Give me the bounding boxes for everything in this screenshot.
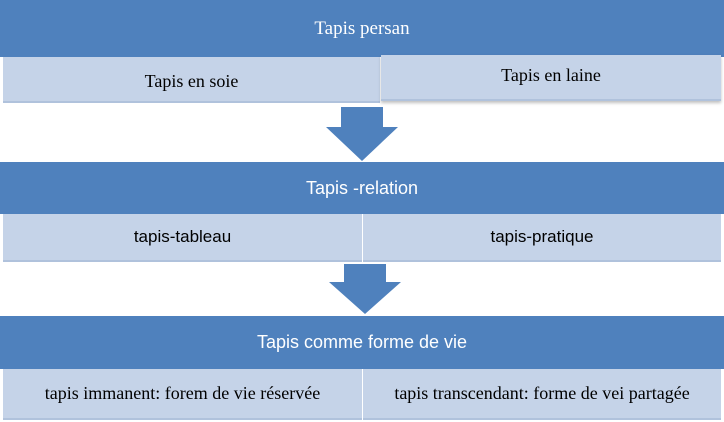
level-1-right-box: Tapis en laine [381, 55, 721, 101]
level-2-right-label: tapis-pratique [490, 227, 594, 246]
level-3-header: Tapis comme forme de vie [0, 316, 724, 369]
level-1-title: Tapis persan [314, 17, 410, 39]
level-2-title: Tapis -relation [305, 177, 419, 198]
level-1-right-label: Tapis en laine [501, 64, 601, 85]
level-2-header: Tapis -relation [0, 162, 724, 214]
level-3-title: Tapis comme forme de vie [256, 332, 468, 352]
level-2-left-box: tapis-tableau [3, 214, 362, 262]
level-1-left-box: Tapis en soie [3, 57, 380, 103]
level-3-left-label: tapis immanent: forem de vie réservée [44, 383, 321, 403]
level-3-left-box: tapis immanent: forem de vie réservée [3, 369, 362, 420]
level-1-header: Tapis persan [0, 0, 724, 57]
down-arrow-icon-1 [326, 107, 398, 161]
level-2-right-box: tapis-pratique [363, 214, 721, 262]
level-3-right-label: tapis transcendant: forme de vei partagé… [394, 383, 690, 403]
down-arrow-icon-2 [329, 264, 401, 314]
level-3-right-box: tapis transcendant: forme de vei partagé… [363, 369, 721, 420]
level-2-left-label: tapis-tableau [133, 227, 232, 246]
level-1-left-label: Tapis en soie [144, 70, 239, 91]
